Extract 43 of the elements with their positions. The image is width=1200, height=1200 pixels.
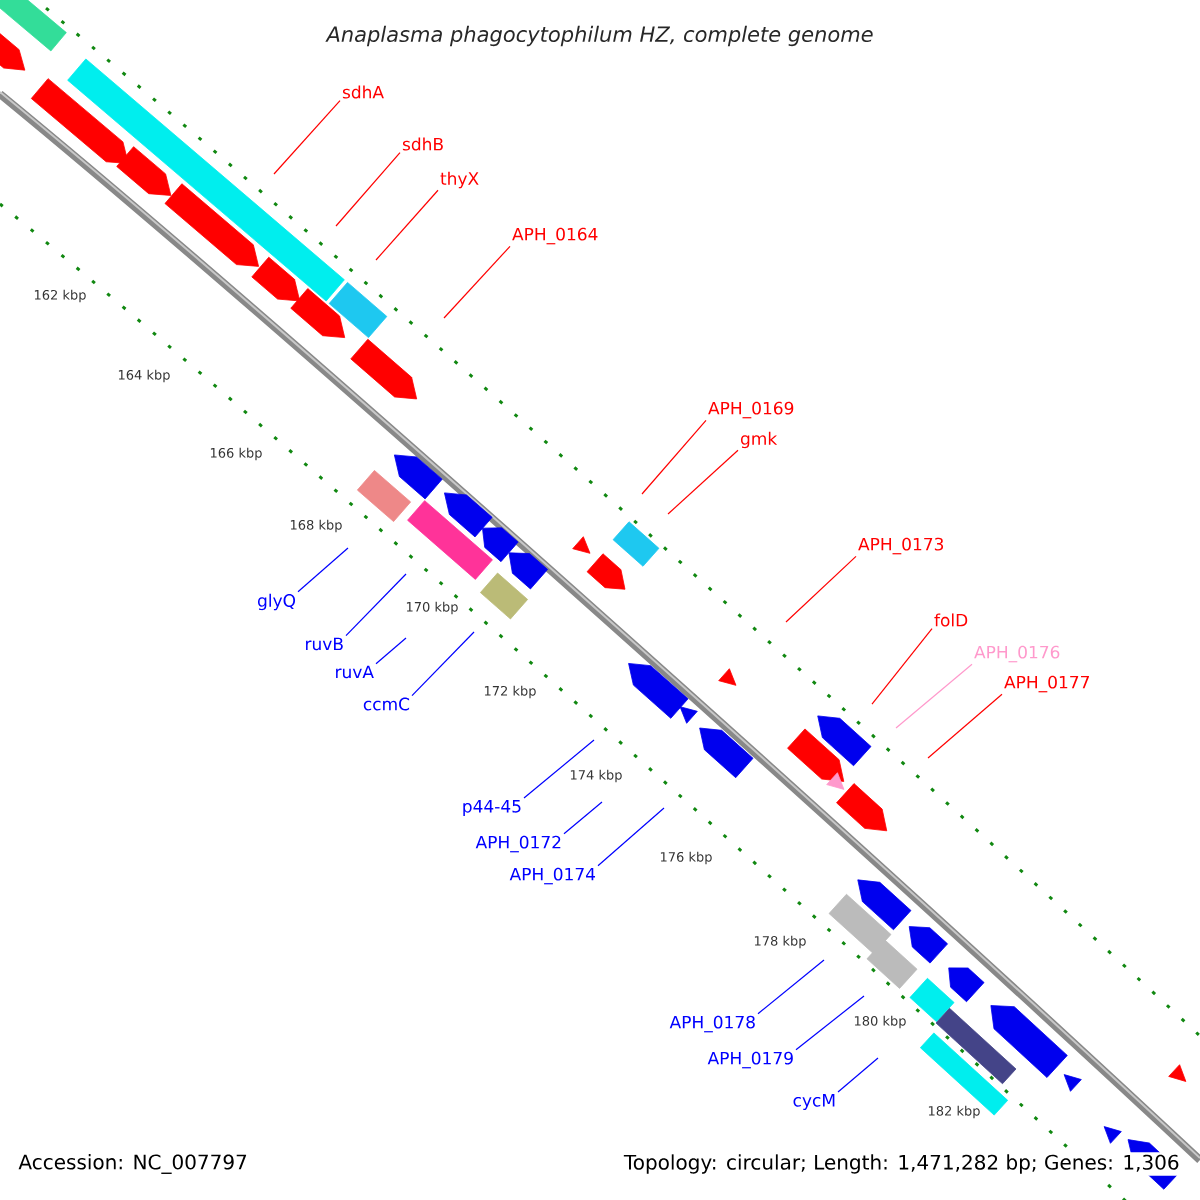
leader-line (443, 245, 511, 319)
gene-label: APH_0179 (707, 1051, 793, 1069)
leader-line (273, 100, 341, 175)
leader-line (895, 663, 973, 729)
leader-line (297, 547, 349, 593)
gene-label: p44-45 (463, 800, 521, 816)
leader-line (641, 419, 707, 495)
leader-line (345, 573, 407, 637)
leader-line (411, 631, 475, 697)
gene-label: sdhB (402, 137, 443, 151)
leader-line (563, 801, 603, 835)
gene-label: sdhA (342, 85, 384, 99)
leader-line (667, 449, 739, 515)
gene-label: cycM (793, 1094, 835, 1110)
gene-label: APH_0177 (1004, 675, 1089, 693)
gene-label: APH_0172 (475, 835, 561, 853)
title: Anaplasma phagocytophilum HZ, complete genome (325, 25, 873, 47)
gene-label: APH_0176 (974, 645, 1060, 663)
leader-line (335, 152, 401, 227)
gene-label: APH_0178 (669, 1015, 755, 1033)
gene-label: APH_0173 (858, 537, 944, 555)
gene-label: glyQ (258, 593, 296, 611)
gene-label: gmk (740, 431, 778, 449)
leader-line (927, 693, 1003, 759)
leader-line (795, 995, 865, 1051)
leader-line (785, 555, 857, 623)
genome-info-text: Topology: circular; Length: 1,471,282 bp; Genes: 1,306 (621, 1152, 1182, 1176)
leader-line (757, 959, 825, 1015)
gene-label: APH_0164 (512, 227, 598, 245)
leader-line (375, 637, 407, 665)
leader-line (523, 739, 595, 799)
gene-label: folD (934, 613, 968, 627)
accession-text: Accession: NC_007797 (16, 1152, 250, 1176)
gene-label: APH_0169 (708, 401, 794, 419)
gene-label: ruvB (306, 637, 343, 651)
gene-label: ccmC (363, 697, 410, 711)
leader-line (871, 628, 933, 705)
leader-line (597, 807, 665, 867)
leader-line (375, 189, 439, 261)
gene-label: APH_0174 (509, 867, 596, 885)
leader-line (837, 1057, 879, 1093)
gene-label: ruvA (336, 665, 374, 679)
gene-label: thyX (440, 171, 479, 189)
